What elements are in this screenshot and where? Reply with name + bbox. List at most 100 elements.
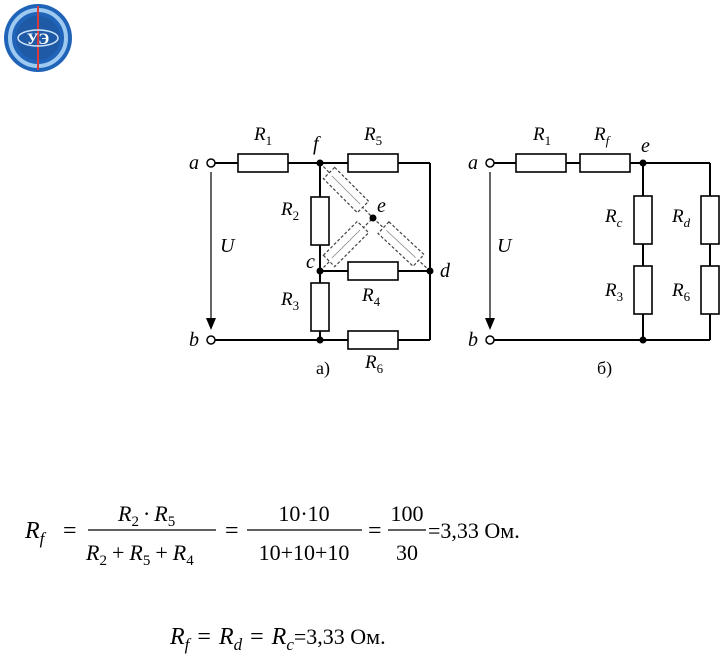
b-label-b: b <box>468 329 478 351</box>
b-label-a: a <box>468 152 478 174</box>
f1-den2: 10+10+10 <box>259 540 350 565</box>
formula-equal-resistances: Rf=Rd=Rc=3,33 Ом. <box>169 624 386 654</box>
label-r6: R6 <box>364 352 384 376</box>
b-label-rf-sub: f <box>606 133 612 148</box>
b-label-rf-base: R <box>593 124 606 145</box>
label-r4-sub: 4 <box>374 294 381 309</box>
f1-den3: 30 <box>396 540 418 565</box>
b-label-voltage: U <box>497 235 513 257</box>
label-voltage: U <box>220 235 236 257</box>
resistor-r4 <box>347 261 399 281</box>
resistor-r5 <box>347 153 399 173</box>
f2-r3: R <box>271 624 287 650</box>
label-r1-base: R <box>253 124 266 145</box>
f2-eq2: = <box>250 624 264 650</box>
b-resistor-r1 <box>515 153 567 173</box>
label-d: d <box>440 260 451 282</box>
f1-lhs: Rf <box>24 518 47 548</box>
node-e <box>369 214 377 222</box>
node-bottom <box>316 336 324 344</box>
label-r3-sub: 3 <box>293 298 300 313</box>
b-node-bottom <box>639 336 647 344</box>
dashed-resistor-rd-hatch <box>386 230 416 258</box>
f1-eq3: = <box>368 518 382 544</box>
b-label-rd: Rd <box>671 206 691 230</box>
b-resistor-rd <box>700 195 720 245</box>
label-r5: R5 <box>363 124 382 148</box>
f1-num1-b: R <box>153 501 168 526</box>
label-c: c <box>306 251 315 273</box>
f1-num1-a: R <box>117 501 132 526</box>
label-a: a <box>189 152 199 174</box>
label-r3: R3 <box>280 289 299 313</box>
label-r2-base: R <box>280 199 293 220</box>
b-label-r3: R3 <box>604 280 623 304</box>
b-label-rc-base: R <box>604 206 617 227</box>
dashed-resistor-rc-hatch <box>331 229 361 259</box>
caption-b: б) <box>597 358 612 379</box>
b-label-e: e <box>641 135 650 157</box>
dashed-wire-e-d <box>372 217 431 272</box>
f2-r3-sub: c <box>286 635 294 654</box>
f1-num1-b-sub: 5 <box>168 514 176 530</box>
resistor-r3 <box>310 282 330 332</box>
f2-r2: R <box>218 624 234 650</box>
f1-den1-plus2: + <box>155 540 167 565</box>
f1-den1-b: R <box>128 540 143 565</box>
terminal-b <box>206 335 216 345</box>
label-r6-base: R <box>364 352 377 373</box>
label-b: b <box>189 329 199 351</box>
f1-num3: 100 <box>391 501 424 526</box>
b-label-r6: R6 <box>671 280 691 304</box>
b-label-r6-base: R <box>671 280 684 301</box>
b-label-rc-sub: c <box>617 215 623 230</box>
f1-eq2: = <box>225 518 239 544</box>
f1-den1-a-sub: 2 <box>99 553 107 569</box>
b-resistor-r6 <box>700 265 720 315</box>
formula-rf: Rf = R2·R5 R2+R5+R4 = 10·10 10+10+10 = 1… <box>24 501 520 569</box>
circuit-b: a b U e R1 Rf Rc R3 Rd R6 б) <box>468 124 720 379</box>
b-resistor-rc <box>633 195 653 245</box>
f1-den1-b-sub: 5 <box>143 553 151 569</box>
label-r1: R1 <box>253 124 272 148</box>
b-terminal-a <box>485 158 495 168</box>
label-f: f <box>313 133 321 155</box>
b-resistor-r3 <box>633 265 653 315</box>
b-terminal-b <box>485 335 495 345</box>
b-resistor-rf <box>579 153 631 173</box>
b-voltage-arrowhead <box>485 318 495 330</box>
circuit-a: a b U f e c d R1 R5 R2 R4 R3 R6 а) <box>189 124 451 379</box>
f1-result: =3,33 Ом. <box>428 518 520 543</box>
resistor-r2 <box>310 196 330 246</box>
resistor-r6 <box>347 330 399 350</box>
b-label-r1-sub: 1 <box>545 133 552 148</box>
logo-orbit <box>17 29 59 47</box>
node-c <box>316 267 324 275</box>
f2-eq1: = <box>197 624 211 650</box>
label-r3-base: R <box>280 289 293 310</box>
f1-eq1: = <box>63 518 77 544</box>
f1-den1-a: R <box>85 540 100 565</box>
b-label-r6-sub: 6 <box>684 289 691 304</box>
dashed-star-network <box>319 162 431 272</box>
label-r4-base: R <box>361 285 374 306</box>
b-label-rd-base: R <box>671 206 684 227</box>
label-r5-sub: 5 <box>376 133 383 148</box>
b-label-rf: Rf <box>593 124 612 148</box>
f1-den1-c: R <box>172 540 187 565</box>
b-label-rd-sub: d <box>684 215 691 230</box>
f1-den1-c-sub: 4 <box>186 553 194 569</box>
f2-result: =3,33 Ом. <box>294 624 386 649</box>
b-node-e <box>639 159 647 167</box>
label-r1-sub: 1 <box>266 133 273 148</box>
label-r2: R2 <box>280 199 299 223</box>
f2-r1: R <box>169 624 185 650</box>
f1-lhs-sub: f <box>40 529 47 548</box>
b-label-r1: R1 <box>532 124 551 148</box>
label-r6-sub: 6 <box>377 361 384 376</box>
caption-a: а) <box>316 358 330 379</box>
f1-lhs-base: R <box>24 518 40 544</box>
label-r5-base: R <box>363 124 376 145</box>
label-r2-sub: 2 <box>293 208 300 223</box>
